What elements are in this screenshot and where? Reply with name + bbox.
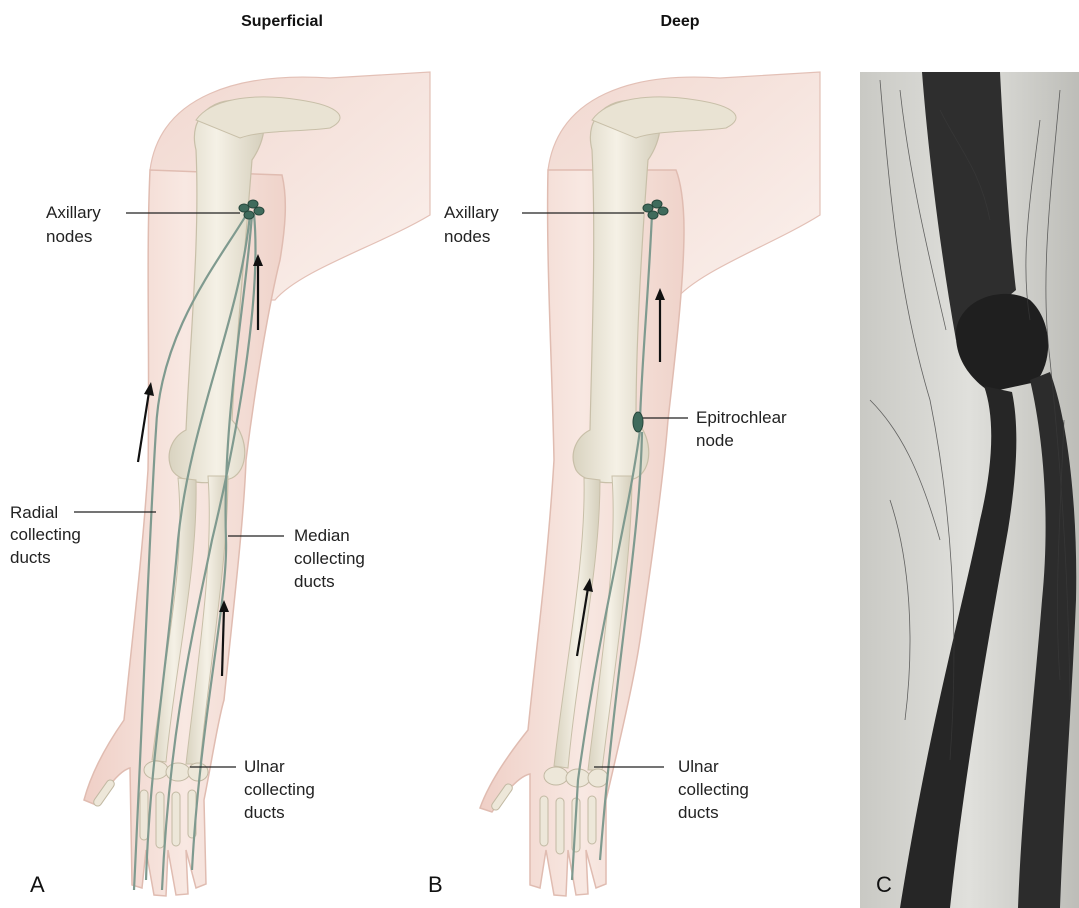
panel-a-letter: A (30, 872, 45, 897)
label-ulnar-line1-b: Ulnar (678, 757, 719, 776)
label-ulnar-line1-a: Ulnar (244, 757, 285, 776)
label-epitrochlear-line1: Epitrochlear (696, 408, 787, 427)
label-radial-line3: ducts (10, 548, 51, 567)
label-radial-line2: collecting (10, 525, 81, 544)
label-median-line3: ducts (294, 572, 335, 591)
panel-c: C (860, 72, 1079, 908)
panel-a: Superficial (10, 13, 430, 897)
panel-b-letter: B (428, 872, 443, 897)
label-ulnar-line3-b: ducts (678, 803, 719, 822)
arm-illustration-b (480, 72, 820, 896)
label-axillary-line2-b: nodes (444, 227, 490, 246)
label-axillary-line2-a: nodes (46, 227, 92, 246)
label-axillary-line1-b: Axillary (444, 203, 499, 222)
epitrochlear-node (633, 412, 643, 432)
label-radial-line1: Radial (10, 503, 58, 522)
label-epitrochlear-line2: node (696, 431, 734, 450)
label-ulnar-line2-b: collecting (678, 780, 749, 799)
panel-b: Deep (428, 13, 820, 897)
panel-c-letter: C (876, 872, 892, 897)
label-median-line2: collecting (294, 549, 365, 568)
panel-b-title: Deep (660, 13, 699, 30)
label-axillary-line1-a: Axillary (46, 203, 101, 222)
label-ulnar-line3-a: ducts (244, 803, 285, 822)
label-ulnar-line2-a: collecting (244, 780, 315, 799)
panel-a-title: Superficial (241, 13, 323, 30)
label-median-line1: Median (294, 526, 350, 545)
